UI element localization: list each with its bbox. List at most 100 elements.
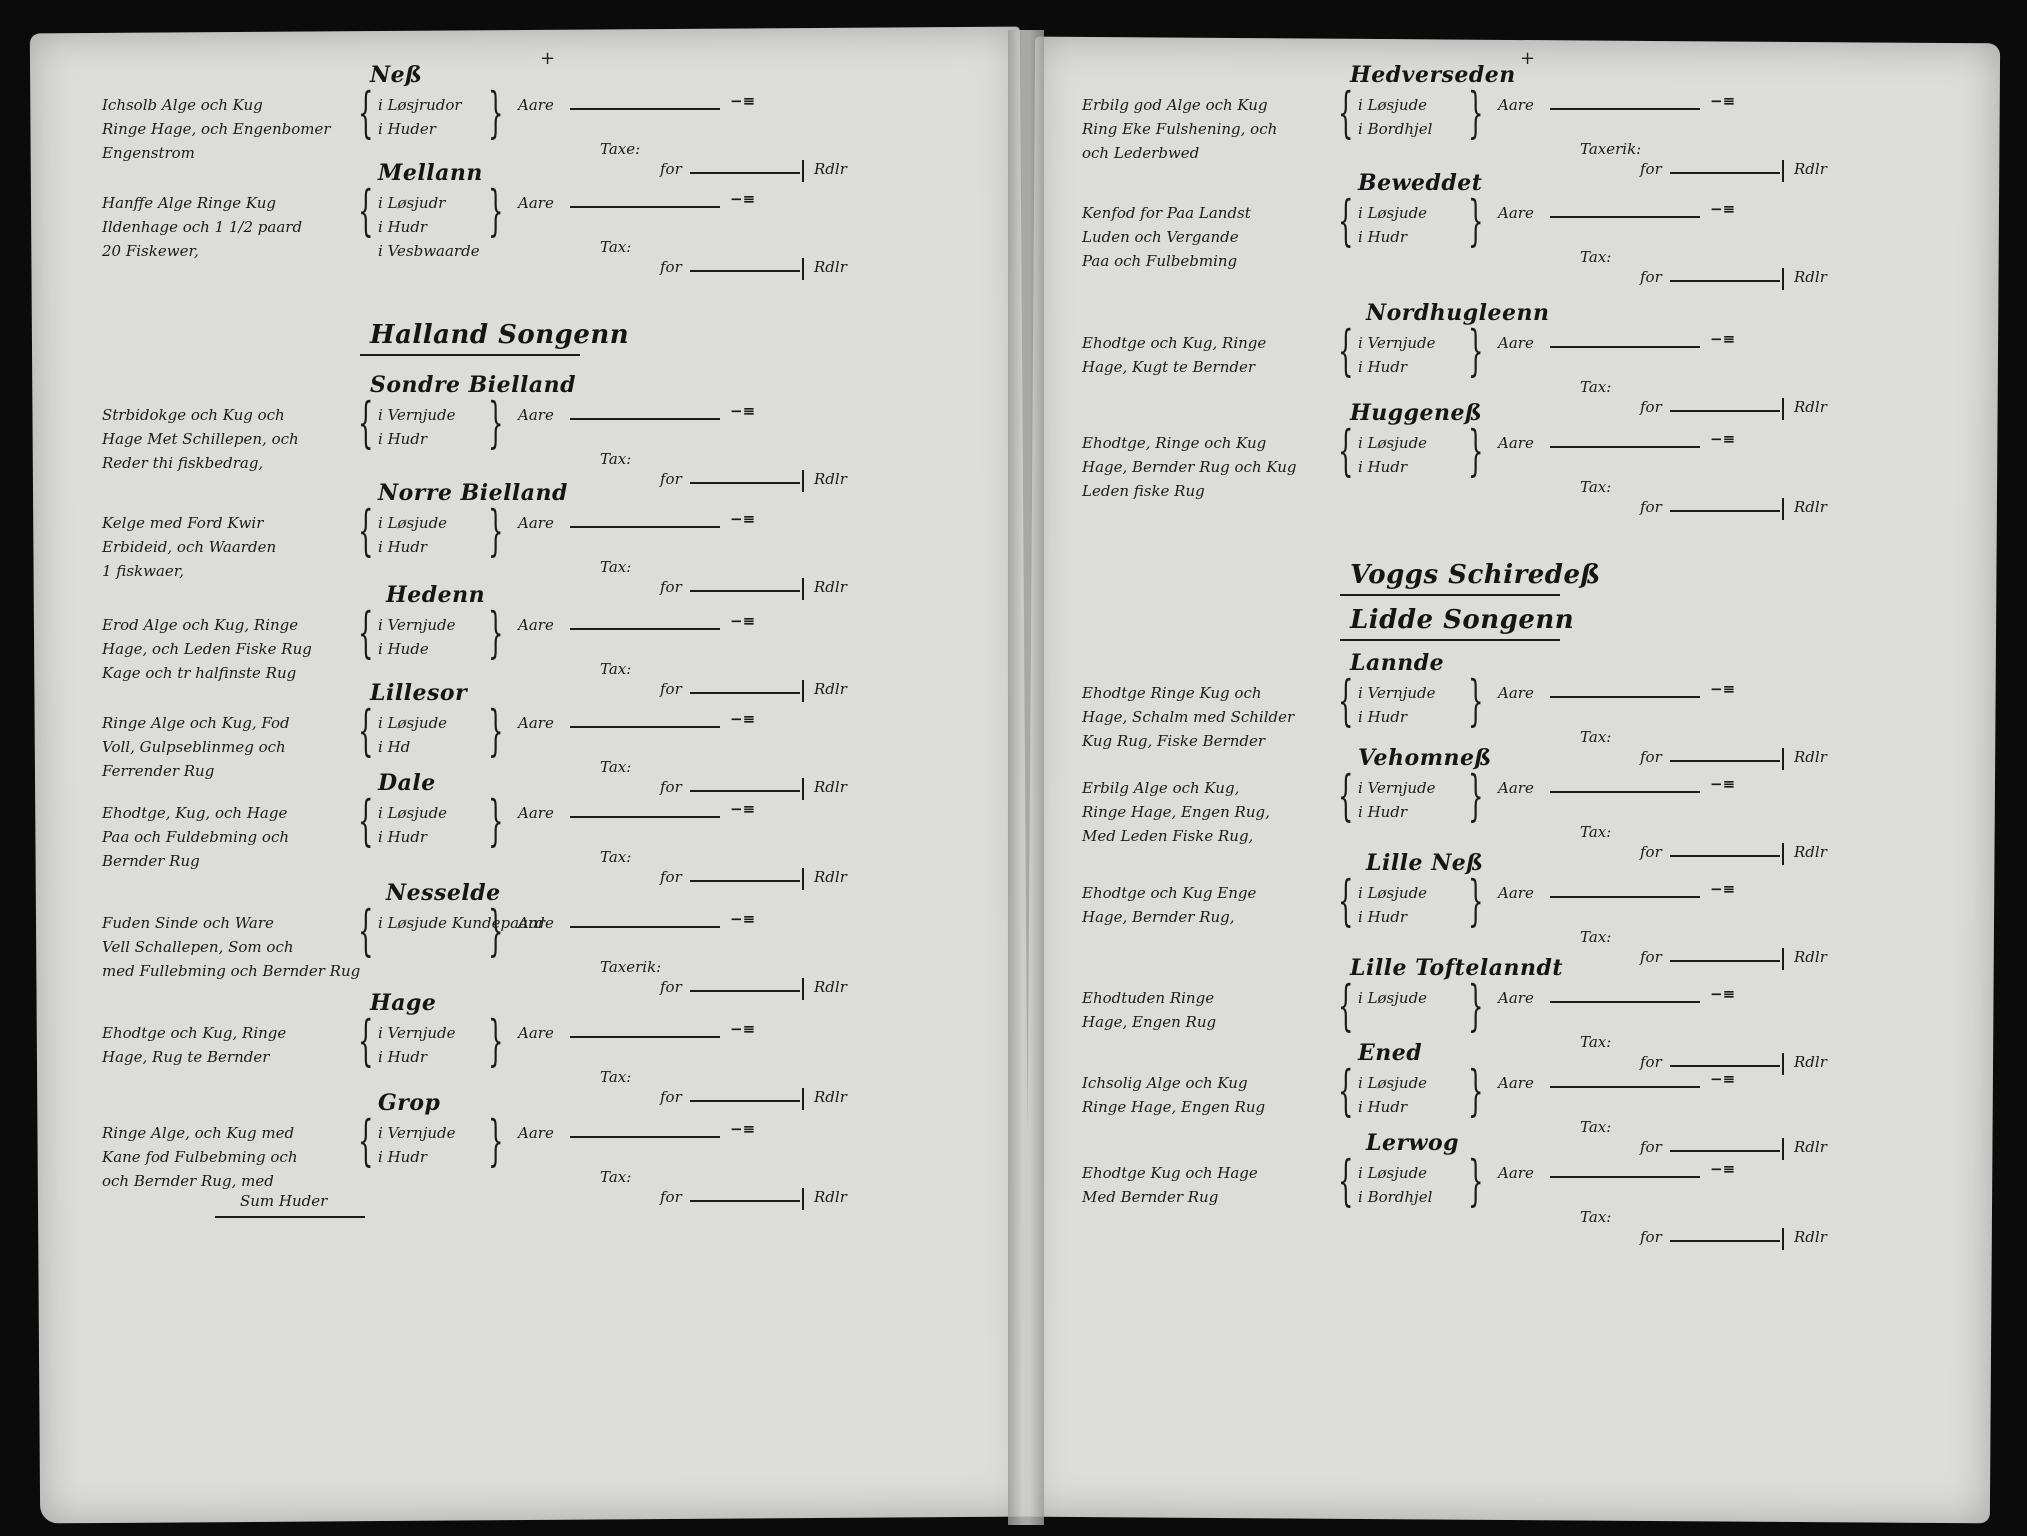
entry-heading: Vehomneß: [1358, 745, 1492, 771]
entry-share-line: i Vernjude: [1358, 334, 1436, 352]
tax-label: Tax:: [600, 238, 632, 256]
aare-label: Aare: [1498, 884, 1534, 902]
entry-description-line: med Fullebming och Bernder Rug: [102, 962, 361, 980]
for-label: for: [1640, 1053, 1662, 1071]
brace-mark: }: [488, 601, 504, 664]
amount-mark: −≡: [1710, 680, 1736, 698]
entry-description-line: Hage, Bernder Rug,: [1082, 908, 1235, 926]
ledger-line: [690, 482, 800, 484]
brace-mark: {: [358, 601, 374, 664]
rdlr-label: Rdlr: [814, 1188, 847, 1206]
tax-label: Tax:: [1580, 928, 1612, 946]
rdlr-label: Rdlr: [814, 778, 847, 796]
ledger-line: [690, 172, 800, 174]
amount-mark: −≡: [730, 710, 756, 728]
ledger-line: [1670, 410, 1780, 412]
entry-share-line: i Hudr: [1358, 803, 1408, 821]
tax-label: Tax:: [1580, 378, 1612, 396]
entry-heading: Sondre Bielland: [370, 372, 576, 398]
entry-description-line: Ringe Alge, och Kug med: [102, 1124, 295, 1142]
tax-label: Tax:: [600, 1168, 632, 1186]
entry-share-line: i Vernjude: [378, 1024, 456, 1042]
ledger-line: [1670, 855, 1780, 857]
entry-share-line: i Vesbwaarde: [378, 242, 480, 260]
entry-description-line: Erbilg god Alge och Kug: [1082, 96, 1268, 114]
brace-mark: {: [1338, 319, 1354, 382]
rdlr-label: Rdlr: [814, 868, 847, 886]
ledger-tick: [1782, 398, 1784, 420]
ledger-line: [690, 790, 800, 792]
entry-share-line: i Løsjude Kundepaard: [378, 914, 545, 932]
entry-heading: Beweddet: [1358, 170, 1483, 196]
entry-description-line: Med Leden Fiske Rug,: [1082, 827, 1254, 845]
entry-description-line: Ringe Hage, Engen Rug: [1082, 1098, 1266, 1116]
entry-share-line: i Løsjude: [1358, 989, 1428, 1007]
brace-mark: {: [1338, 189, 1354, 252]
entry-description-line: Erod Alge och Kug, Ringe: [102, 616, 299, 634]
ledger-line: [570, 628, 720, 630]
rdlr-label: Rdlr: [814, 160, 847, 178]
aare-label: Aare: [1498, 1164, 1534, 1182]
entry-description-line: Erbilg Alge och Kug,: [1082, 779, 1240, 797]
entry-description-line: Voll, Gulpseblinmeg och: [102, 738, 286, 756]
ledger-tick: [802, 778, 804, 800]
entry-share-line: i Løsjude: [1358, 96, 1428, 114]
entry-share-line: i Løsjudr: [378, 194, 446, 212]
for-label: for: [1640, 748, 1662, 766]
entry-share-line: i Hudr: [1358, 1098, 1408, 1116]
entry-description-line: Engenstrom: [102, 144, 195, 162]
tax-label: Tax:: [600, 450, 632, 468]
entry-share-line: i Løsjude: [1358, 434, 1428, 452]
entry-description-line: Ildenhage och 1 1/2 paard: [102, 218, 303, 236]
entry-share-line: i Huder: [378, 120, 436, 138]
brace-mark: {: [358, 1109, 374, 1172]
heading-underline: [1340, 639, 1560, 641]
for-label: for: [1640, 398, 1662, 416]
ledger-line: [570, 726, 720, 728]
ledger-tick: [802, 868, 804, 890]
entry-description-line: Hage, Bernder Rug och Kug: [1082, 458, 1297, 476]
for-label: for: [1640, 160, 1662, 178]
entry-heading: Lidde Songenn: [1350, 605, 1575, 635]
entry-description-line: Ichsolb Alge och Kug: [102, 96, 263, 114]
amount-mark: −≡: [1710, 985, 1736, 1003]
entry-heading: Neß: [370, 62, 423, 88]
brace-mark: {: [358, 499, 374, 562]
for-label: for: [1640, 843, 1662, 861]
entry-heading: Nordhugleenn: [1366, 300, 1550, 326]
entry-description-line: Kelge med Ford Kwir: [102, 514, 264, 532]
tax-label: Taxerik:: [600, 958, 662, 976]
ledger-line: [1550, 446, 1700, 448]
aare-label: Aare: [518, 714, 554, 732]
brace-mark: }: [488, 699, 504, 762]
aare-label: Aare: [518, 804, 554, 822]
entry-heading: Hedenn: [386, 582, 486, 608]
entry-heading: Nesselde: [386, 880, 501, 906]
ledger-line: [1550, 1086, 1700, 1088]
ledger-line: [570, 526, 720, 528]
ledger-tick: [802, 470, 804, 492]
brace-mark: }: [1468, 669, 1484, 732]
rdlr-label: Rdlr: [814, 578, 847, 596]
rdlr-label: Rdlr: [1794, 748, 1827, 766]
ledger-tick: [802, 680, 804, 702]
brace-mark: {: [358, 789, 374, 852]
entry-share-line: i Løsjude: [1358, 1074, 1428, 1092]
entry-description-line: Fuden Sinde och Ware: [102, 914, 274, 932]
entry-share-line: i Hudr: [378, 218, 428, 236]
entry-share-line: i Hd: [378, 738, 411, 756]
entry-share-line: i Løsjude: [378, 514, 448, 532]
ledger-line: [1550, 1176, 1700, 1178]
amount-mark: −≡: [730, 800, 756, 818]
entry-description-line: 20 Fiskewer,: [102, 242, 199, 260]
entry-share-line: i Hudr: [378, 538, 428, 556]
entry-share-line: i Løsjude: [1358, 884, 1428, 902]
amount-mark: −≡: [1710, 1070, 1736, 1088]
amount-mark: −≡: [730, 190, 756, 208]
brace-mark: {: [358, 899, 374, 962]
brace-mark: }: [488, 391, 504, 454]
amount-mark: −≡: [730, 910, 756, 928]
ledger-tick: [802, 578, 804, 600]
amount-mark: −≡: [1710, 1160, 1736, 1178]
